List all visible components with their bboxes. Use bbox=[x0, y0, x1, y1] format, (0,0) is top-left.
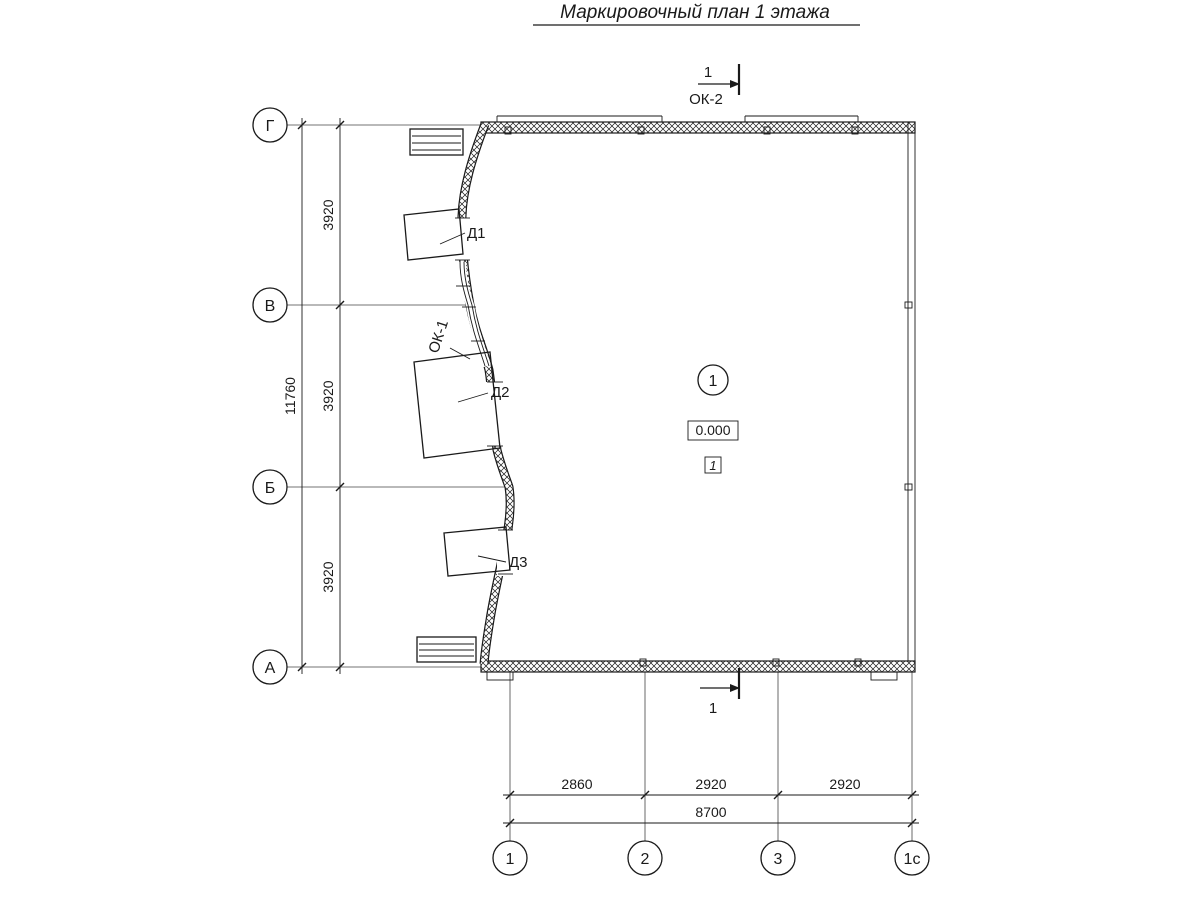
dim-value-8700: 8700 bbox=[695, 804, 726, 820]
dim-value-11760: 11760 bbox=[282, 377, 298, 415]
door-marks: Д1 Д2 Д3 ОК-1 ОК-2 bbox=[403, 91, 723, 577]
dim-tick bbox=[335, 300, 345, 310]
axis-bubble-v bbox=[252, 287, 288, 323]
mullion-marker bbox=[772, 658, 780, 667]
dimensions-bottom: 2860 2920 2920 8700 bbox=[503, 776, 919, 828]
door-d1-leader bbox=[439, 232, 466, 245]
dim-tick bbox=[505, 790, 515, 800]
canopy-detail-bottom bbox=[416, 636, 477, 663]
door-d3-leader bbox=[477, 555, 507, 563]
window-ok1-leader bbox=[449, 347, 471, 360]
room-number-bubble bbox=[697, 364, 729, 396]
building bbox=[409, 115, 916, 681]
window-ok2-label: ОК-2 bbox=[689, 91, 723, 108]
axis-bubble-g bbox=[252, 107, 288, 143]
window-ok1-frame bbox=[463, 261, 490, 367]
window-ok1-clear bbox=[458, 261, 491, 368]
dim-tick bbox=[335, 120, 345, 130]
dim-tick bbox=[773, 790, 783, 800]
axis-bubble-1c bbox=[894, 840, 930, 876]
mullion-marker bbox=[504, 126, 512, 135]
dim-tick bbox=[297, 662, 307, 672]
bottom-wall bbox=[480, 660, 916, 673]
axis-label-1c: 1с bbox=[904, 851, 921, 868]
dim-value-2860: 2860 bbox=[561, 776, 592, 792]
axis-label-b: Б bbox=[265, 480, 276, 497]
dim-tick bbox=[907, 790, 917, 800]
dim-tick bbox=[640, 790, 650, 800]
dim-tick bbox=[297, 120, 307, 130]
dim-tick bbox=[335, 662, 345, 672]
elevation-box bbox=[687, 420, 739, 441]
door-d2-leader bbox=[457, 392, 489, 403]
dim-value-3920-1: 3920 bbox=[320, 199, 336, 230]
pilaster-right bbox=[870, 671, 898, 681]
section-number-top: 1 bbox=[704, 64, 712, 81]
zone-box bbox=[704, 456, 722, 474]
axis-grid-left: Г В Б А bbox=[252, 107, 513, 685]
axis-label-a: А bbox=[265, 660, 276, 677]
dim-tick bbox=[907, 818, 917, 828]
drawing-title: Маркировочный план 1 этажа bbox=[560, 2, 830, 23]
canopy-detail-top bbox=[409, 128, 464, 156]
door-d1-label: Д1 bbox=[467, 225, 486, 242]
title-block: Маркировочный план 1 этажа bbox=[533, 2, 860, 26]
dim-value-3920-2: 3920 bbox=[320, 380, 336, 411]
section-mark-bottom: 1 bbox=[700, 668, 741, 717]
section-arrowhead bbox=[730, 684, 740, 692]
room-number: 1 bbox=[709, 373, 718, 390]
dim-tick bbox=[335, 482, 345, 492]
door-d3-leaf bbox=[443, 526, 511, 577]
axis-label-1: 1 bbox=[506, 851, 515, 868]
mullion-marker bbox=[637, 126, 645, 135]
top-wall bbox=[480, 121, 916, 134]
mullion-marker bbox=[854, 658, 862, 667]
pilaster-left bbox=[486, 671, 514, 681]
canopy-frame bbox=[409, 128, 464, 156]
axis-label-3: 3 bbox=[774, 851, 783, 868]
axis-bubble-b bbox=[252, 469, 288, 505]
axis-bubble-2 bbox=[627, 840, 663, 876]
door-d2-leaf bbox=[413, 351, 501, 459]
dimensions-left: 3920 3920 3920 11760 bbox=[282, 118, 345, 674]
window-ok1-frame bbox=[459, 261, 486, 367]
section-number-bottom: 1 bbox=[709, 700, 717, 717]
window-ok1-label: ОК-1 bbox=[425, 318, 452, 355]
door-d1-leaf bbox=[403, 208, 464, 261]
dim-value-3920-3: 3920 bbox=[320, 561, 336, 592]
right-wall bbox=[907, 121, 916, 673]
canopy-frame bbox=[416, 636, 477, 663]
mullion-marker bbox=[904, 301, 913, 309]
axis-label-2: 2 bbox=[641, 851, 650, 868]
dim-tick bbox=[505, 818, 515, 828]
room-annotations: 1 0.000 1 bbox=[687, 364, 739, 474]
axis-label-g: Г bbox=[266, 118, 275, 135]
dim-value-2920-2: 2920 bbox=[829, 776, 860, 792]
door-d2-opening bbox=[486, 382, 504, 446]
axis-grid-bottom: 1 2 3 1с bbox=[492, 672, 930, 876]
door-d2-label: Д2 bbox=[491, 384, 510, 401]
axis-bubble-1 bbox=[492, 840, 528, 876]
elevation-value: 0.000 bbox=[695, 422, 730, 438]
zone-number: 1 bbox=[709, 458, 716, 473]
axis-bubble-a bbox=[252, 649, 288, 685]
axis-bubble-3 bbox=[760, 840, 796, 876]
mullion-marker bbox=[904, 483, 913, 491]
door-d3-label: Д3 bbox=[509, 554, 528, 571]
mullion-marker bbox=[763, 126, 771, 135]
section-mark-top: 1 bbox=[698, 64, 741, 95]
axis-label-v: В bbox=[265, 298, 276, 315]
section-arrowhead bbox=[730, 80, 740, 88]
dim-value-2920-1: 2920 bbox=[695, 776, 726, 792]
mullion-marker bbox=[639, 658, 647, 667]
mullion-marker bbox=[851, 126, 859, 135]
